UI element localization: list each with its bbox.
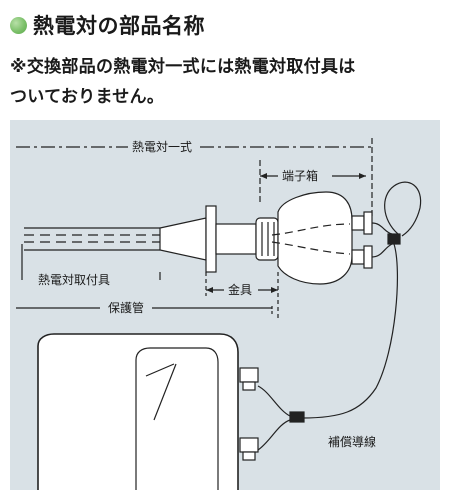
- protection-tube: [24, 227, 272, 251]
- thermocouple-diagram: 熱電対一式 端子箱 熱電対取付具 金具 保護管 補償導線: [16, 138, 422, 490]
- page-title: 熱電対の部品名称: [33, 14, 205, 38]
- label-compensating-wire: 補償導線: [328, 434, 376, 449]
- terminal-box-dimension: [259, 160, 366, 204]
- label-assembly: 熱電対一式: [132, 140, 192, 154]
- label-fitting: 金具: [228, 282, 252, 297]
- terminal-box: [255, 191, 373, 285]
- notice-line-2: ついておりません。: [10, 87, 165, 107]
- label-protection-tube: 保護管: [108, 300, 144, 315]
- instrument: [37, 333, 305, 490]
- mount-fitting: [159, 205, 257, 273]
- diagram-panel: 熱電対一式 端子箱 熱電対取付具 金具 保護管 補償導線: [10, 120, 440, 490]
- label-mount: 熱電対取付具: [38, 273, 110, 287]
- notice-line-1: ※交換部品の熱電対一式には熱電対取付具は: [10, 57, 356, 77]
- leader-lines: [16, 244, 279, 318]
- assembly-dimension: [16, 138, 373, 216]
- title-row: 熱電対の部品名称: [10, 8, 440, 42]
- header: 熱電対の部品名称 ※交換部品の熱電対一式には熱電対取付具は ついておりません。: [10, 8, 440, 116]
- notice-text: ※交換部品の熱電対一式には熱電対取付具は ついておりません。: [10, 52, 440, 112]
- compensating-wire: [301, 181, 422, 419]
- label-terminal-box: 端子箱: [282, 168, 318, 183]
- green-bullet-icon: [10, 16, 27, 34]
